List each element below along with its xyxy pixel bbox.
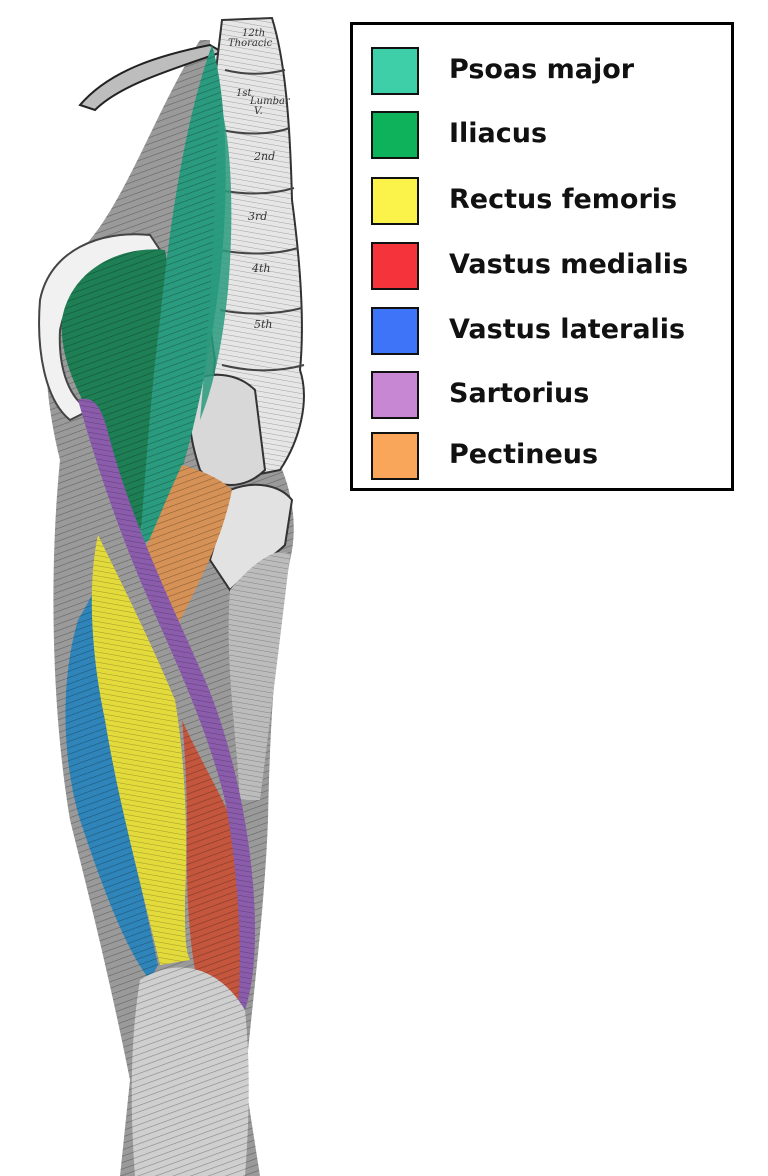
vertebra-label: 5th <box>254 318 273 331</box>
legend-item-sartorius: Sartorius <box>371 371 731 419</box>
vertebra-label: V. <box>254 106 263 117</box>
psoas-minor-strip <box>200 110 232 420</box>
legend-swatch <box>371 307 419 355</box>
legend-swatch <box>371 371 419 419</box>
vertebra-label: 4th <box>251 262 271 275</box>
legend-item-pectineus: Pectineus <box>371 432 731 480</box>
lumbar-spine <box>205 16 305 482</box>
vertebra-label: 2nd <box>253 150 275 163</box>
vertebra-label: 1st <box>236 88 252 99</box>
legend-label: Vastus lateralis <box>449 314 686 345</box>
legend-label: Pectineus <box>449 439 599 470</box>
legend-swatch <box>371 432 419 480</box>
legend-swatch <box>371 177 419 225</box>
legend-item-iliacus: Iliacus <box>371 111 731 159</box>
legend-item-vastus-lateralis: Vastus lateralis <box>371 307 731 355</box>
legend-label: Rectus femoris <box>449 184 678 215</box>
legend-item-vastus-medialis: Vastus medialis <box>371 242 731 290</box>
legend-item-rectus-femoris: Rectus femoris <box>371 177 731 225</box>
legend-label: Psoas major <box>449 54 635 85</box>
legend-swatch <box>371 111 419 159</box>
legend-label: Iliacus <box>449 118 548 149</box>
vertebra-label: Lumbar <box>249 96 291 107</box>
legend-swatch <box>371 47 419 95</box>
legend-item-psoas-major: Psoas major <box>371 47 731 95</box>
twelfth-rib <box>78 43 225 112</box>
legend-label: Sartorius <box>449 378 590 409</box>
legend-label: Vastus medialis <box>449 249 689 280</box>
vertebra-label: 3rd <box>248 210 267 223</box>
legend-swatch <box>371 242 419 290</box>
vertebra-label: Thoracic <box>228 38 273 49</box>
legend: Psoas major Iliacus Rectus femoris Vastu… <box>350 22 734 491</box>
vertebra-label: 12th <box>242 28 265 39</box>
